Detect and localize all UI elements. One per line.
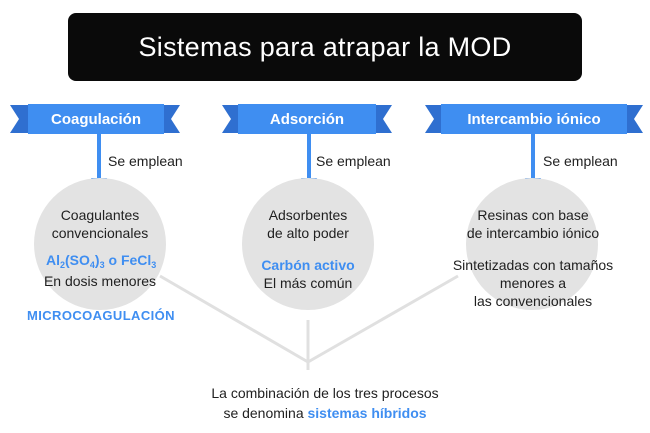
coag-line-2: convencionales [51, 225, 149, 241]
footer-line-1: La combinación de los tres procesos [211, 385, 439, 401]
int-text-block-2: Sintetizadas con tamaños menores a las c… [430, 256, 636, 310]
int-text-block: Resinas con base de intercambio iónico [440, 206, 626, 242]
int-line-2: de intercambio iónico [466, 225, 600, 241]
connector-label-1: Se emplean [108, 153, 183, 169]
header-coagulacion: Coagulación [50, 110, 141, 128]
coag-text-block: Coagulantes convencionales [20, 206, 180, 242]
connector-label-2: Se emplean [316, 153, 391, 169]
title-banner: Sistemas para atrapar la MOD [68, 13, 582, 81]
coag-formula: Al2(SO4)3 o FeCl3 [46, 252, 157, 270]
merge-line-left [159, 274, 309, 364]
connector-label-3: Se emplean [543, 153, 618, 169]
header-intercambio: Intercambio iónico [467, 110, 601, 128]
ribbon-adsorcion [222, 104, 392, 134]
diagram-title: Sistemas para atrapar la MOD [138, 31, 512, 62]
ads-text-block: Adsorbentes de alto poder [228, 206, 388, 242]
footer-text: La combinación de los tres procesos se d… [160, 383, 490, 423]
footer-line-2: se denomina sistemas híbridos [160, 403, 490, 423]
circle-intercambio [466, 178, 598, 310]
coag-highlight: MICROCOAGULACIÓN [27, 308, 175, 323]
int-line-3: Sintetizadas con tamaños [452, 257, 614, 273]
ads-highlight: Carbón activo [261, 257, 355, 273]
footer-highlight: sistemas híbridos [307, 405, 427, 421]
coag-line-3: En dosis menores [43, 273, 157, 289]
ads-line-3: El más común [263, 275, 353, 291]
ribbon-coagulacion [10, 104, 180, 134]
int-line-5: las convencionales [473, 293, 593, 309]
ads-line-1: Adsorbentes [268, 207, 348, 223]
int-line-4: menores a [499, 275, 567, 291]
coag-line-1: Coagulantes [60, 207, 140, 223]
circle-adsorcion [242, 178, 374, 310]
merge-line-right [307, 274, 459, 364]
footer-line-2-prefix: se denomina [223, 405, 308, 421]
ads-line-2: de alto poder [267, 225, 349, 241]
header-adsorcion: Adsorción [269, 110, 345, 128]
int-line-1: Resinas con base [477, 207, 589, 223]
ribbon-intercambio [425, 104, 643, 134]
circle-coagulacion [34, 178, 166, 310]
